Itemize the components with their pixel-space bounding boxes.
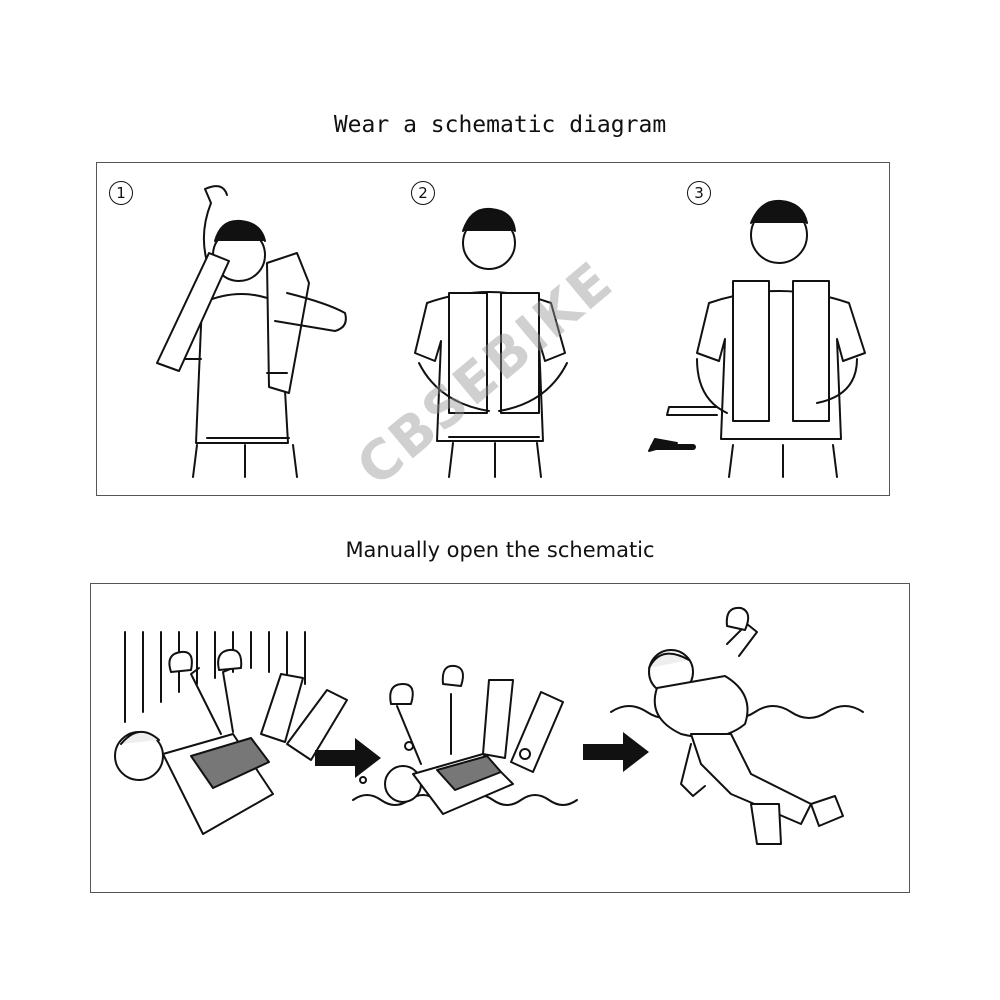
figure-floating-with-vest <box>610 606 864 845</box>
figure-step-1-putting-on-vest <box>156 185 347 478</box>
manual-inflation-panel <box>90 583 910 893</box>
step-3-number: 3 <box>687 181 711 205</box>
arrow-right-icon <box>315 738 381 778</box>
figure-entering-water <box>352 664 578 815</box>
arrow-right-icon <box>583 732 649 772</box>
figure-falling-into-water <box>114 648 348 835</box>
step-1-number: 1 <box>109 181 133 205</box>
step-2-number: 2 <box>411 181 435 205</box>
wearing-steps-panel: 1 2 3 <box>96 162 890 496</box>
wear-diagram-title: Wear a schematic diagram <box>333 112 667 138</box>
figure-step-2-fastening-buckle <box>414 207 568 478</box>
manual-open-title: Manually open the schematic <box>345 538 655 562</box>
figure-step-3-pulling-strap <box>648 199 866 478</box>
